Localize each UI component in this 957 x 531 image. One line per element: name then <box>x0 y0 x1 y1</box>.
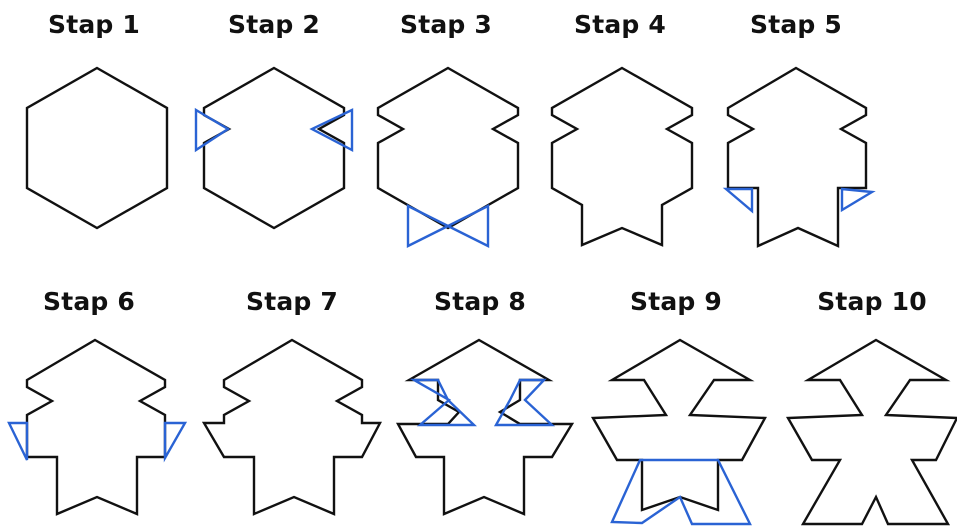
step-6-figure <box>7 338 188 516</box>
step-3-bowtie-piece <box>406 204 490 248</box>
step-10-label: Stap 10 <box>817 287 927 316</box>
step-4-outline <box>550 66 694 247</box>
step-5-left-added-triangle <box>722 187 754 214</box>
step-8-label: Stap 8 <box>433 287 527 316</box>
step-7-label: Stap 7 <box>245 287 339 316</box>
step-9-bottom-added-piece <box>610 458 752 526</box>
step-8-right-added-piece <box>493 378 556 427</box>
step-7-outline <box>201 338 382 516</box>
step-9-outline <box>590 338 767 512</box>
step-10-figure <box>785 338 957 526</box>
step-5-label: Stap 5 <box>749 10 843 39</box>
step-8-figure <box>395 338 575 516</box>
step-6-right-added-triangle <box>163 421 188 463</box>
step-1-figure <box>25 66 169 230</box>
step-1-hexagon <box>25 66 169 230</box>
step-8-left-added-piece <box>409 378 477 427</box>
step-2-outline <box>202 66 346 230</box>
step-9-label: Stap 9 <box>629 287 723 316</box>
step-5-outline <box>726 66 868 248</box>
step-8-outline <box>395 338 575 516</box>
step-2-label: Stap 2 <box>227 10 321 39</box>
step-5-right-added-triangle <box>840 187 876 213</box>
step-1-label: Stap 1 <box>47 10 141 39</box>
step-7-figure <box>201 338 382 516</box>
step-6-label: Stap 6 <box>42 287 136 316</box>
step-3-label: Stap 3 <box>399 10 493 39</box>
step-4-label: Stap 4 <box>573 10 667 39</box>
step-6-outline <box>25 338 167 516</box>
step-4-figure <box>550 66 694 247</box>
step-5-figure <box>722 66 876 248</box>
step-6-left-added-triangle <box>7 421 29 461</box>
step-3-figure <box>376 66 520 248</box>
step-3-outline <box>376 66 520 230</box>
step-10-outline <box>785 338 957 526</box>
step-9-figure <box>590 338 767 526</box>
step-2-left-added-triangle <box>194 107 231 153</box>
step-2-right-added-triangle <box>309 108 354 152</box>
step-2-figure <box>194 66 354 230</box>
